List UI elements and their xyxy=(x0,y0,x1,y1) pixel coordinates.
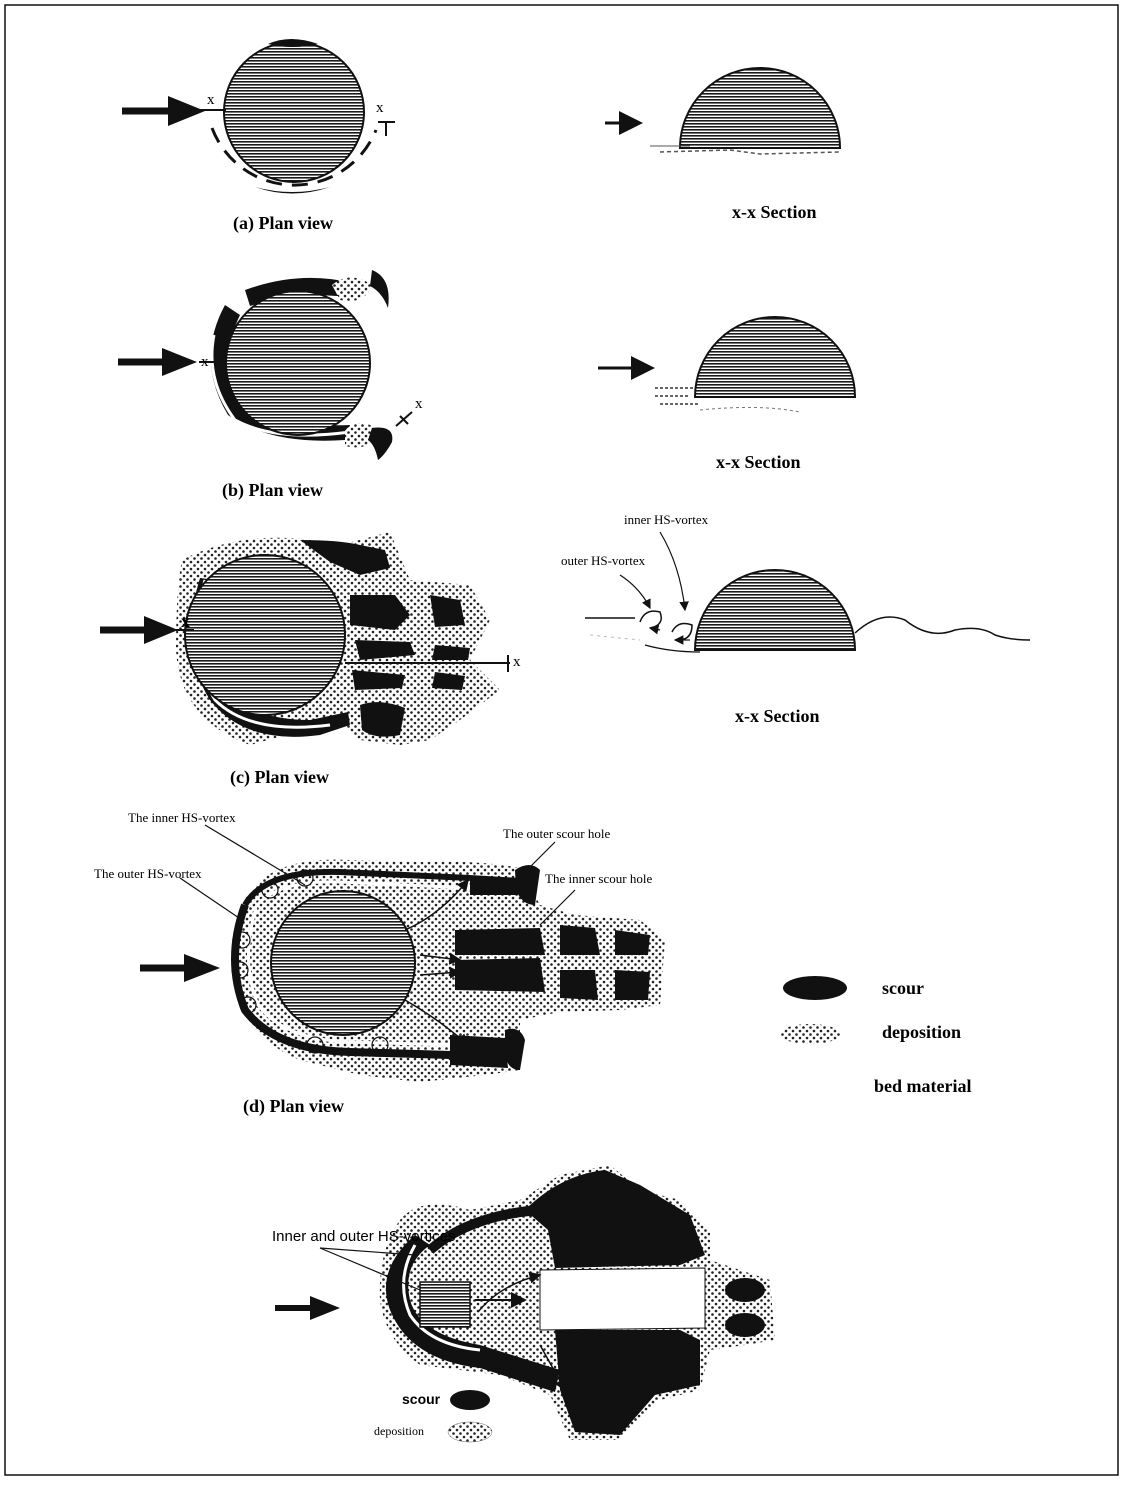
panel-b-plan xyxy=(118,270,412,460)
panel-d-plan xyxy=(140,825,665,1082)
outer-vortex-label: outer HS-vortex xyxy=(561,553,645,569)
panel-e-scour-label: scour xyxy=(402,1391,440,1407)
inner-scour-label: The inner scour hole xyxy=(545,871,652,887)
inner-vortex-label: inner HS-vortex xyxy=(624,512,708,528)
panel-c-section xyxy=(585,532,1030,652)
outer-vortex-label: The outer HS-vortex xyxy=(94,866,202,882)
panel-e-plan xyxy=(275,1165,775,1442)
panel-d-plan-caption: (d) Plan view xyxy=(243,1096,344,1117)
panel-c-plan-caption: (c) Plan view xyxy=(230,767,329,788)
pier xyxy=(271,891,415,1035)
panel-e-deposition-swatch xyxy=(448,1422,492,1442)
section-marker: x xyxy=(207,92,215,109)
section-marker: x xyxy=(415,396,423,413)
panel-a-section xyxy=(605,68,840,154)
legend-deposition-label: deposition xyxy=(882,1022,961,1043)
panel-e-vortices-label: Inner and outer HS-vortices xyxy=(272,1228,455,1245)
inner-vortex-label: The inner HS-vortex xyxy=(128,810,236,826)
panel-b-section-caption: x-x Section xyxy=(716,452,801,473)
pier xyxy=(420,1282,470,1327)
legend-bed-label: bed material xyxy=(874,1076,971,1097)
section-marker: x xyxy=(201,354,209,371)
legend-deposition-swatch xyxy=(780,1024,840,1044)
panel-e-scour-swatch xyxy=(450,1390,490,1410)
pier xyxy=(185,555,345,715)
panel-a-plan-caption: (a) Plan view xyxy=(233,213,333,234)
panel-b-plan-caption: (b) Plan view xyxy=(222,480,323,501)
section-marker: x xyxy=(513,654,521,671)
pier xyxy=(226,291,370,435)
legend-scour-label: scour xyxy=(882,978,924,999)
pier xyxy=(224,42,364,182)
panel-a-section-caption: x-x Section xyxy=(732,202,817,223)
section-marker: x xyxy=(376,100,384,117)
legend-scour-swatch xyxy=(783,976,847,1000)
panel-c-section-caption: x-x Section xyxy=(735,706,820,727)
panel-e-deposition-label: deposition xyxy=(374,1424,424,1439)
outer-scour-label: The outer scour hole xyxy=(503,826,610,842)
section-marker: x xyxy=(181,611,190,632)
panel-c-plan xyxy=(100,532,510,745)
panel-b-section xyxy=(598,317,855,412)
panel-a-plan xyxy=(122,39,395,194)
legend xyxy=(780,976,847,1044)
